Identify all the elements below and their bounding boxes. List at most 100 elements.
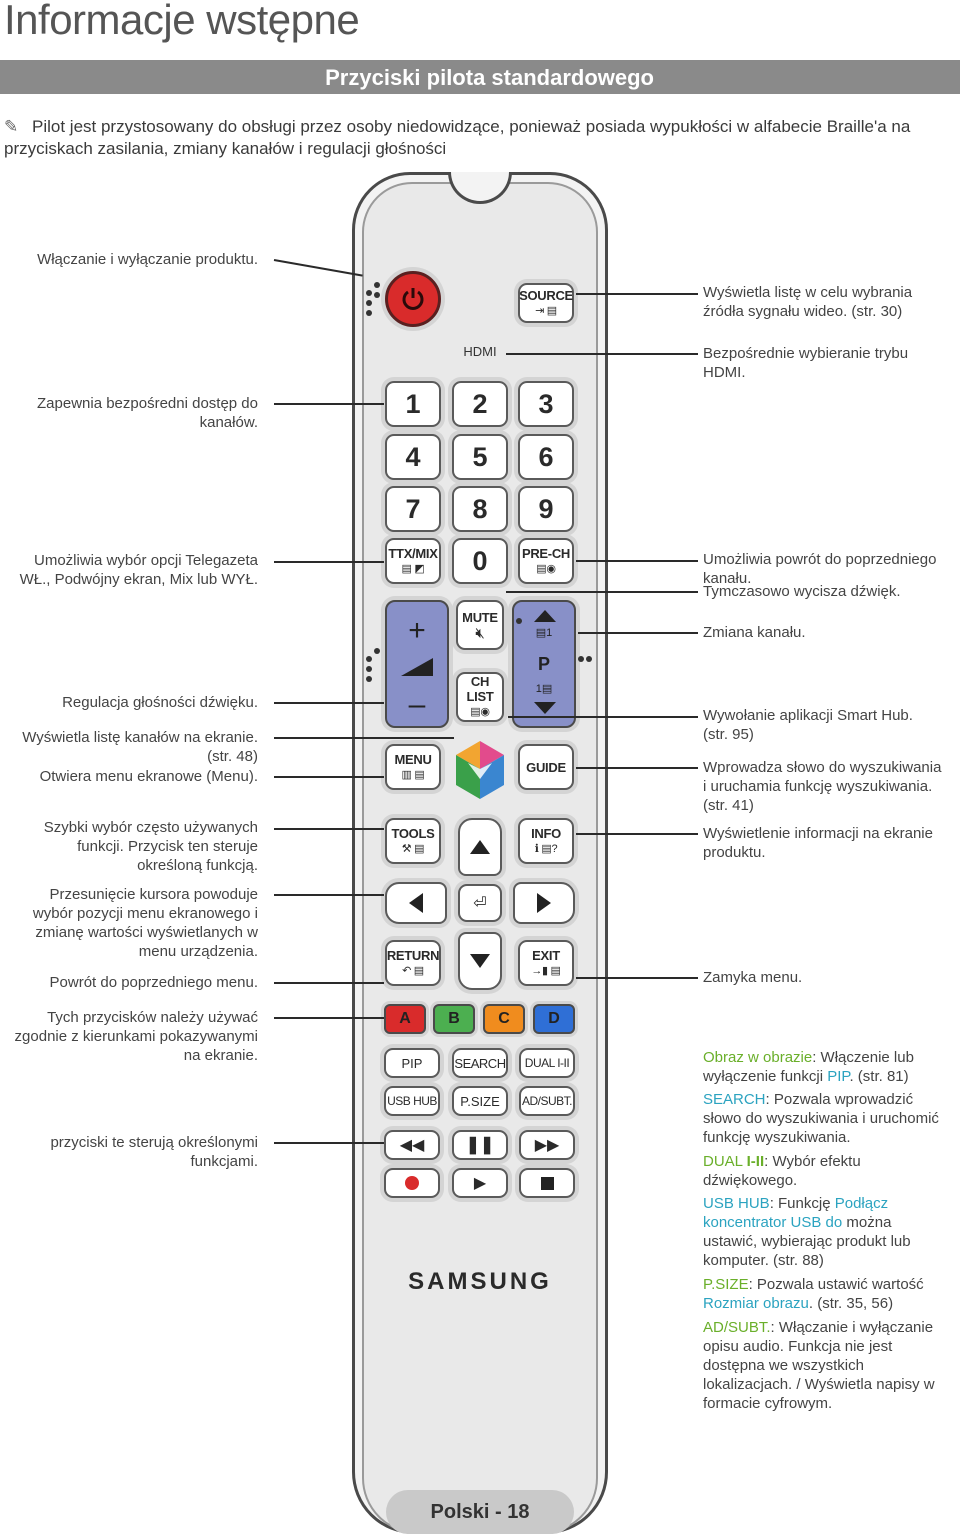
fast-forward-button[interactable]: ▶▶	[519, 1130, 575, 1160]
label-power: Włączanie i wyłączanie produktu.	[37, 251, 258, 268]
digit-4-button[interactable]: 4	[385, 434, 441, 480]
digit-8-button[interactable]: 8	[452, 486, 508, 532]
record-button[interactable]	[384, 1168, 440, 1198]
label-usb-text1: : Funkcję	[769, 1195, 835, 1212]
color-c-button[interactable]: C	[483, 1004, 525, 1034]
leader-media	[274, 1142, 384, 1144]
pre-ch-button[interactable]: PRE-CH▤◉	[518, 538, 574, 584]
label-psize-text1: : Pozwala ustawić wartość	[748, 1276, 924, 1293]
braille-note: ✎Pilot jest przystosowany do obsługi prz…	[4, 116, 960, 160]
label-search-fn-text3: funkcję wyszukiwania.	[703, 1129, 851, 1146]
tools-button[interactable]: TOOLS⚒ ▤	[385, 818, 441, 864]
label-cursor-line2: wybór pozycji menu ekranowego i	[32, 905, 258, 922]
arrow-down-icon	[470, 954, 490, 968]
label-psize-term: Rozmiar obrazu	[703, 1295, 809, 1312]
nav-left-button[interactable]	[385, 882, 447, 924]
digit-0-button[interactable]: 0	[452, 538, 508, 584]
menu-icon: ▥ ▤	[401, 768, 425, 781]
label-pip-term: PIP	[827, 1068, 850, 1085]
digit-5-button[interactable]: 5	[452, 434, 508, 480]
label-media-line2: funkcjami.	[190, 1153, 258, 1170]
exit-button[interactable]: EXIT→▮ ▤	[518, 940, 574, 986]
prech-icon: ▤◉	[536, 562, 556, 575]
nav-down-button[interactable]	[458, 932, 502, 990]
label-smarthub-line2: (str. 95)	[703, 726, 754, 743]
digit-2-button[interactable]: 2	[452, 381, 508, 427]
play-icon: ▶	[473, 1175, 487, 1192]
search-button[interactable]: SEARCH	[452, 1048, 508, 1078]
exit-icon: →▮ ▤	[531, 964, 561, 977]
color-b-button[interactable]: B	[433, 1004, 475, 1034]
power-button[interactable]	[385, 271, 441, 327]
note-pencil-icon: ✎	[4, 117, 19, 137]
color-d-button[interactable]: D	[533, 1004, 575, 1034]
label-ttx-line1: Umożliwia wybór opcji Telegazeta	[34, 552, 258, 569]
dual-button[interactable]: DUAL I-II	[519, 1048, 575, 1078]
ttx-mix-button[interactable]: TTX/MIX▤ ◩	[385, 538, 441, 584]
nav-right-button[interactable]	[513, 882, 575, 924]
pause-button[interactable]: ❚❚	[452, 1130, 508, 1160]
stop-button[interactable]	[519, 1168, 575, 1198]
volume-up-icon: +	[408, 614, 426, 647]
rewind-icon: ◀◀	[399, 1137, 425, 1154]
color-a-button[interactable]: A	[384, 1004, 426, 1034]
rewind-button[interactable]: ◀◀	[384, 1130, 440, 1160]
label-ad-text3: dostępna we wszystkich	[703, 1357, 864, 1374]
play-button[interactable]: ▶	[452, 1168, 508, 1198]
label-psize-name: P.SIZE	[703, 1276, 749, 1293]
mute-icon: 🔇︎	[475, 624, 485, 642]
label-search-line1: Wprowadza słowo do wyszukiwania	[703, 759, 942, 776]
digit-7-button[interactable]: 7	[385, 486, 441, 532]
label-chlist-line2: (str. 48)	[207, 748, 258, 765]
braille-dots-power	[366, 288, 376, 320]
chlist-icon: ▤◉	[470, 706, 490, 718]
label-usb-text2: można	[842, 1214, 892, 1231]
nav-up-button[interactable]	[458, 818, 502, 876]
label-menu: Otwiera menu ekranowe (Menu).	[39, 768, 258, 785]
digit-9-button[interactable]: 9	[518, 486, 574, 532]
label-tools-line2: funkcji. Przycisk ten steruje	[77, 838, 258, 855]
digit-1-button[interactable]: 1	[385, 381, 441, 427]
channel-rocker[interactable]: ▤1 P 1▤	[512, 600, 576, 728]
label-usb-term1: Podłącz	[834, 1195, 889, 1212]
label-dual-text1: : Wybór efektu	[764, 1153, 861, 1170]
arrow-left-icon	[409, 893, 423, 913]
smart-hub-button[interactable]	[454, 739, 506, 801]
label-source-line1: Wyświetla listę w celu wybrania	[703, 284, 913, 301]
ch-list-button[interactable]: CH LIST▤◉	[456, 672, 504, 722]
digit-6-button[interactable]: 6	[518, 434, 574, 480]
label-source: Wyświetla listę w celu wybrania źródła sy…	[703, 283, 960, 321]
label-tools-line3: określoną funkcją.	[137, 857, 258, 874]
guide-button[interactable]: GUIDE	[518, 744, 574, 790]
return-button[interactable]: RETURN↶ ▤	[385, 940, 441, 986]
fast-forward-icon: ▶▶	[534, 1137, 560, 1154]
source-label: SOURCE	[519, 287, 573, 303]
label-source-line2: źródła sygnału wideo. (str. 30)	[703, 303, 903, 320]
label-channel: Zmiana kanału.	[703, 624, 806, 641]
channel-down-icon	[534, 702, 556, 714]
mute-button[interactable]: MUTE🔇︎	[456, 600, 504, 650]
p-size-button[interactable]: P.SIZE	[452, 1086, 508, 1116]
tools-label: TOOLS	[391, 825, 435, 841]
enter-button[interactable]: ⏎	[458, 884, 502, 922]
usb-hub-button[interactable]: USB HUB	[384, 1086, 440, 1116]
leader-tools	[274, 828, 384, 830]
digit-3-button[interactable]: 3	[518, 381, 574, 427]
ad-subt-button[interactable]: AD/SUBT.	[519, 1086, 575, 1116]
leader-ttx	[274, 561, 384, 563]
menu-button[interactable]: MENU▥ ▤	[385, 744, 441, 790]
volume-rocker[interactable]: + –	[385, 600, 449, 728]
pip-button[interactable]: PIP	[384, 1048, 440, 1078]
channel-up-icon	[534, 610, 556, 622]
pause-icon: ❚❚	[465, 1135, 495, 1154]
label-return: Powrót do poprzedniego menu.	[49, 974, 258, 991]
source-button[interactable]: SOURCE⇥ ▤	[518, 283, 574, 323]
label-exit: Zamyka menu.	[703, 969, 803, 986]
label-ad-name: AD/SUBT.	[703, 1319, 771, 1336]
label-search-line2: i uruchamia funkcję wyszukiwania.	[703, 778, 933, 795]
